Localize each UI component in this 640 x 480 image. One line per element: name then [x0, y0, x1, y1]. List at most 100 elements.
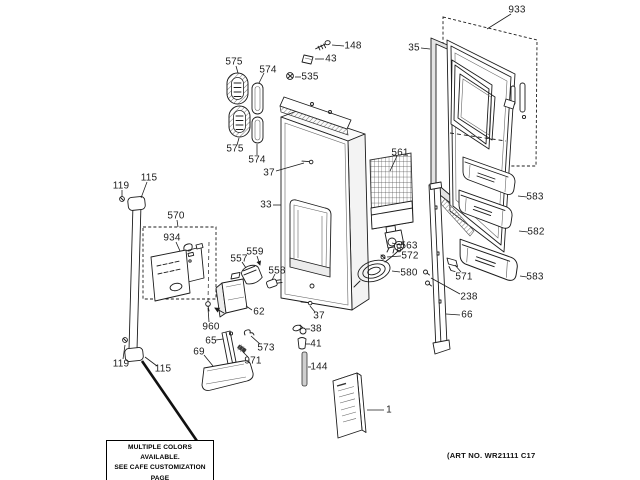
dispenser-motor-563 — [384, 229, 405, 254]
wire-grille-561 — [369, 152, 414, 235]
note-line1: MULTIPLE COLORS AVAILABLE. — [127, 444, 192, 462]
filter-head-557 — [241, 264, 263, 285]
part-label-934: 934 — [163, 233, 181, 244]
part-label-535: 535 — [301, 72, 319, 83]
filter-fitting-558 — [266, 278, 283, 289]
part-label-33: 33 — [260, 200, 272, 211]
door-top-cap-plate — [279, 96, 352, 136]
tube-cap-41 — [297, 337, 307, 350]
part-label-572: 572 — [401, 251, 419, 262]
leader-line-559 — [256, 255, 262, 266]
part-label-62: 62 — [253, 307, 265, 318]
mullion-bar-66 — [423, 181, 451, 355]
leader-line-558 — [271, 273, 276, 281]
leader-line-575 — [236, 137, 240, 146]
part-label-575: 575 — [225, 57, 243, 68]
part-label-41: 41 — [310, 339, 322, 350]
clip-43 — [301, 54, 314, 65]
left-door-panel-33 — [280, 110, 370, 311]
callout-layer: 933 35 148 43 535 575 574 575 574 37 33 561 119 115 57… — [113, 5, 545, 416]
leader-line-574 — [258, 72, 265, 84]
leader-line-572 — [386, 255, 402, 258]
part-label-43: 43 — [325, 54, 337, 65]
part-label-561: 561 — [391, 148, 409, 159]
leader-line-934 — [175, 241, 181, 252]
part-label-148: 148 — [344, 41, 362, 52]
door-bin-lower-583 — [459, 238, 518, 281]
part-label-933: 933 — [508, 5, 526, 16]
door-bin-upper-583 — [462, 156, 516, 195]
leader-line-561 — [389, 155, 398, 172]
leader-line-69 — [203, 354, 214, 367]
leader-line-583 — [519, 275, 528, 278]
part-label-583: 583 — [526, 192, 544, 203]
leader-line-65 — [215, 338, 224, 341]
drip-tray-69 — [201, 360, 254, 391]
part-label-144: 144 — [310, 362, 328, 373]
part-label-574: 574 — [259, 65, 277, 76]
note-line2: SEE CAFE CUSTOMIZATION PAGE — [114, 464, 206, 480]
control-box-570 — [142, 226, 217, 302]
screw-535 — [286, 72, 294, 80]
part-label-559: 559 — [246, 247, 264, 258]
handle-end-cap-top — [127, 196, 146, 211]
leader-line-573 — [250, 335, 261, 345]
door-latch-strip — [519, 82, 526, 113]
part-label-557: 557 — [230, 254, 248, 265]
leader-line-575 — [235, 65, 239, 74]
part-label-960: 960 — [202, 322, 220, 333]
part-label-65: 65 — [205, 336, 217, 347]
part-label-574: 574 — [248, 155, 266, 166]
part-label-119: 119 — [113, 359, 130, 370]
part-label-575: 575 — [226, 144, 244, 155]
art-number: (ART NO. WR21111 C17 — [447, 451, 536, 460]
part-label-115: 115 — [155, 364, 172, 375]
manual-booklet-1 — [332, 372, 367, 439]
door-latch — [503, 98, 516, 110]
bin-clip-571 — [446, 257, 458, 272]
leader-line-563 — [391, 242, 401, 246]
part-label-115: 115 — [141, 173, 158, 184]
part-label-238: 238 — [460, 292, 478, 303]
leader-line-115 — [144, 356, 158, 367]
leader-line-62 — [245, 305, 253, 311]
leader-line-582 — [518, 230, 529, 233]
door-bin-middle-582 — [458, 189, 513, 229]
leader-line-933 — [486, 13, 512, 30]
leader-line-238 — [430, 277, 461, 295]
part-label-971: 971 — [244, 356, 262, 367]
leader-line-66 — [445, 313, 461, 316]
leader-line-960 — [207, 307, 210, 323]
vent-grommets-575-574 — [226, 72, 264, 144]
centerline — [207, 241, 210, 303]
leader-line-557 — [241, 261, 247, 269]
screws-238 — [423, 269, 432, 287]
part-label-573: 573 — [257, 343, 275, 354]
screw-37-upper — [301, 159, 314, 165]
screw-971 — [237, 344, 247, 353]
leader-line-37 — [275, 162, 305, 172]
leader-line-37 — [309, 305, 316, 313]
leader-line-35 — [420, 47, 431, 50]
door-handle — [119, 196, 146, 362]
part-label-38: 38 — [310, 324, 322, 335]
part-label-35: 35 — [408, 43, 420, 54]
part-label-37: 37 — [313, 311, 325, 322]
part-label-582: 582 — [527, 227, 545, 238]
part-label-119: 119 — [113, 181, 130, 192]
part-label-583: 583 — [526, 272, 544, 283]
screw-572 — [380, 254, 386, 260]
leader-line-571 — [454, 264, 462, 273]
leader-line-583 — [517, 195, 528, 198]
part-label-571: 571 — [455, 272, 473, 283]
part-label-1: 1 — [386, 405, 392, 416]
water-tube-144 — [301, 351, 308, 387]
part-label-37: 37 — [263, 168, 275, 179]
water-fittings — [292, 300, 313, 387]
handle-end-cap-bottom — [124, 347, 144, 362]
part-label-69: 69 — [193, 347, 205, 358]
leader-line-115 — [140, 181, 148, 199]
color-note-callout: MULTIPLE COLORS AVAILABLE. SEE CAFE CUST… — [106, 440, 214, 480]
